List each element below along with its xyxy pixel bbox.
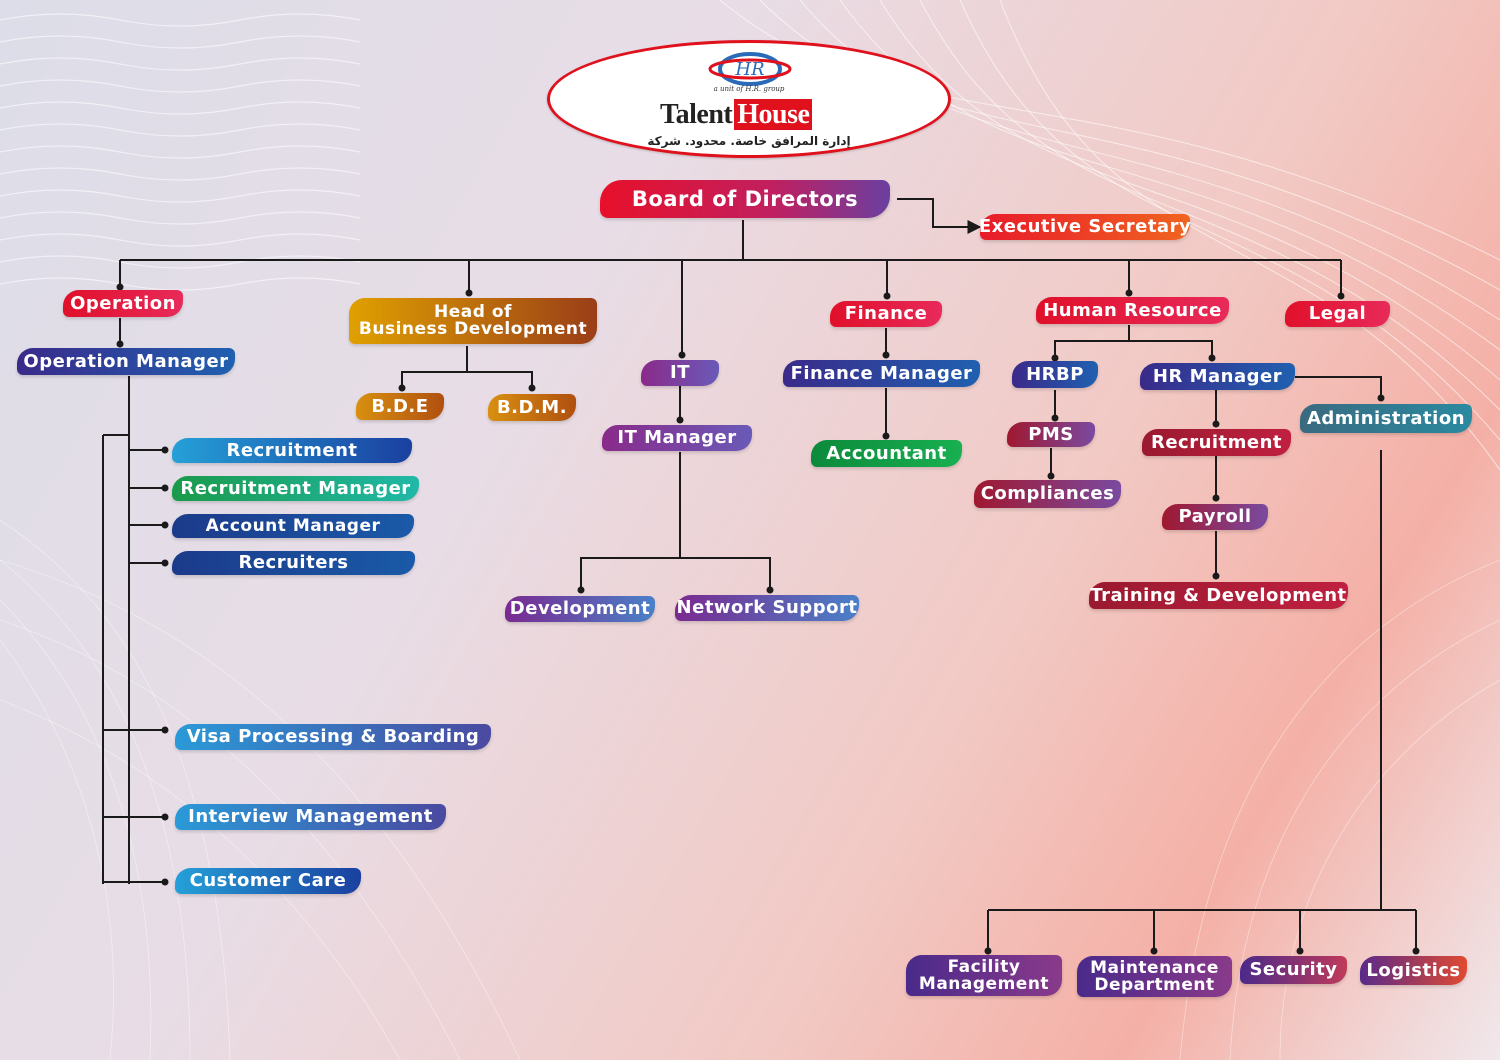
- node-executive-secretary: Executive Secretary: [979, 214, 1191, 240]
- node-administration: Administration: [1300, 404, 1472, 433]
- node-bdm: B.D.M.: [488, 394, 576, 421]
- node-maintenance-line1: Maintenance: [1090, 957, 1219, 978]
- node-op-recruitment: Recruitment: [172, 438, 412, 463]
- node-bde: B.D.E: [356, 393, 444, 420]
- node-training-development: Training & Development: [1089, 582, 1348, 609]
- node-hrbp: HRBP: [1012, 361, 1098, 388]
- node-op-interview-management: Interview Management: [175, 804, 446, 830]
- node-op-recruiters: Recruiters: [172, 551, 415, 575]
- node-accountant: Accountant: [811, 440, 962, 467]
- hr-globe-icon: HR: [708, 52, 792, 86]
- node-op-customer-care: Customer Care: [175, 868, 361, 894]
- node-op-account-manager: Account Manager: [172, 514, 414, 538]
- svg-text:HR: HR: [734, 59, 764, 80]
- logo-brand-first: Talent: [660, 99, 733, 130]
- logo-brand-second: House: [734, 99, 813, 130]
- node-finance-manager: Finance Manager: [783, 360, 980, 387]
- node-facility-management: Facility Management: [906, 955, 1062, 996]
- node-pms: PMS: [1007, 422, 1095, 447]
- node-it-manager: IT Manager: [602, 425, 752, 451]
- node-operation-manager: Operation Manager: [17, 348, 235, 375]
- node-head-bd-line1: Head of: [434, 302, 512, 322]
- node-op-recruitment-manager: Recruitment Manager: [172, 476, 419, 501]
- node-network-support: Network Support: [675, 595, 859, 621]
- node-op-visa-processing: Visa Processing & Boarding: [175, 724, 491, 750]
- node-logistics: Logistics: [1360, 956, 1467, 985]
- node-facility-line2: Management: [918, 973, 1050, 994]
- node-development: Development: [505, 596, 655, 622]
- node-maintenance-line2: Department: [1094, 974, 1215, 995]
- node-head-bd-line2: Business Development: [358, 319, 588, 339]
- node-security: Security: [1240, 956, 1347, 984]
- node-payroll: Payroll: [1162, 504, 1268, 530]
- node-hr-manager: HR Manager: [1140, 363, 1295, 390]
- node-head-business-development: Head of Business Development: [349, 298, 597, 344]
- node-human-resource: Human Resource: [1036, 297, 1229, 324]
- node-it: IT: [641, 360, 719, 386]
- node-facility-line1: Facility: [947, 956, 1021, 977]
- node-maintenance-department: Maintenance Department: [1077, 956, 1232, 997]
- logo-arabic-name: إدارة المرافق خاصة. محدود. شركة: [647, 134, 851, 148]
- node-operation: Operation: [63, 290, 183, 317]
- node-board-of-directors: Board of Directors: [600, 180, 890, 218]
- logo-tagline: a unit of H.R. group: [713, 85, 785, 93]
- node-hr-recruitment: Recruitment: [1142, 429, 1291, 456]
- node-legal: Legal: [1285, 301, 1390, 327]
- node-finance: Finance: [830, 301, 942, 327]
- node-compliances: Compliances: [974, 480, 1121, 508]
